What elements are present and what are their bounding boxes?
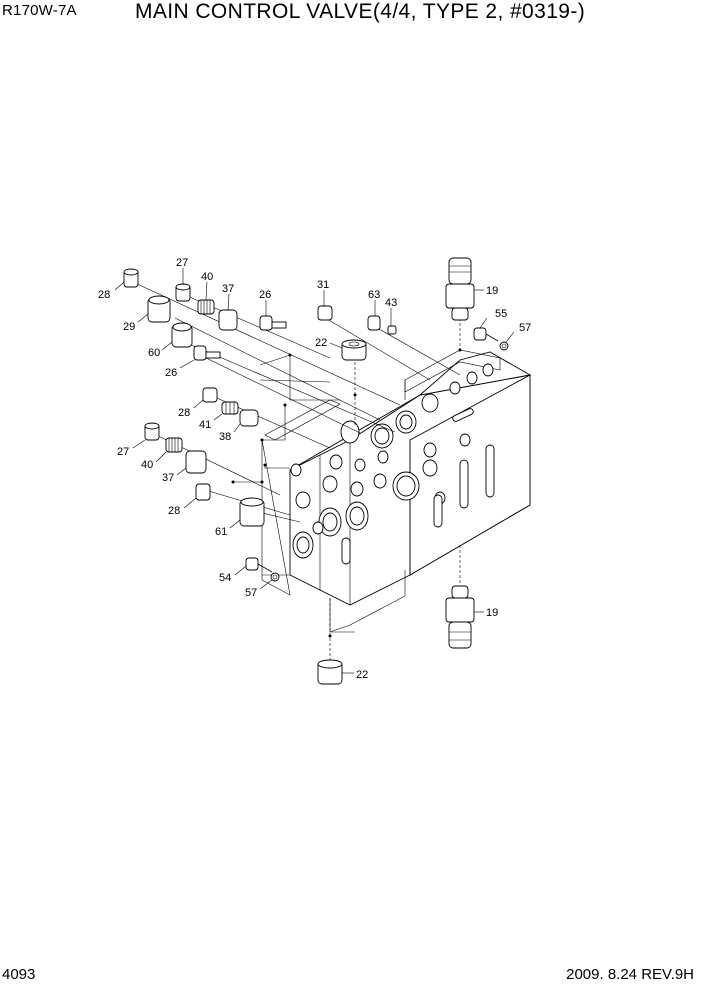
callout-60: 60	[148, 347, 160, 359]
callout-40-top: 40	[201, 271, 213, 283]
callout-28-top: 28	[98, 289, 110, 301]
callout-leaders	[114, 268, 515, 674]
callout-26-mid: 26	[165, 367, 177, 379]
callout-54: 54	[219, 572, 231, 584]
plug-28-mid[interactable]	[202, 387, 218, 403]
valve-body	[261, 349, 532, 633]
callout-37-top: 37	[222, 283, 234, 295]
plug-27-lower[interactable]	[144, 422, 160, 441]
callout-28-mid: 28	[178, 407, 190, 419]
callout-31: 31	[317, 279, 329, 291]
spring-41[interactable]	[221, 401, 239, 415]
relief-valve-19-bottom[interactable]	[445, 585, 475, 649]
plug-28-lower[interactable]	[195, 483, 211, 501]
spacer-37-lower[interactable]	[185, 450, 207, 474]
plug-31[interactable]	[317, 305, 333, 321]
page-title: MAIN CONTROL VALVE(4/4, TYPE 2, #0319-)	[135, 0, 586, 23]
bolt-55[interactable]	[473, 327, 499, 342]
model-code: R170W-7A	[2, 2, 77, 19]
callout-26-top: 26	[259, 289, 271, 301]
plug-27-top[interactable]	[175, 283, 191, 302]
callout-43: 43	[385, 297, 397, 309]
callout-19-top: 19	[486, 285, 498, 297]
callout-numbers: 28 27 40 37 26 31 63 43 19 55 57 29 22 6…	[98, 257, 531, 681]
callout-41: 41	[199, 419, 211, 431]
callout-55: 55	[495, 308, 507, 320]
plug-43[interactable]	[387, 325, 397, 335]
plug-60[interactable]	[171, 322, 193, 348]
callout-22-top: 22	[315, 337, 327, 349]
callout-27-top: 27	[176, 257, 188, 269]
washer-57-top[interactable]	[499, 341, 509, 351]
callout-22-bottom: 22	[356, 669, 368, 681]
bolt-54[interactable]	[245, 557, 273, 573]
plug-29[interactable]	[147, 295, 171, 323]
callout-57-top: 57	[519, 322, 531, 334]
callout-19-bottom: 19	[486, 607, 498, 619]
plug-63[interactable]	[367, 315, 381, 331]
page-number: 4093	[2, 966, 36, 983]
plug-61[interactable]	[239, 497, 265, 527]
cap-22-top[interactable]	[341, 339, 367, 361]
callout-37-lower: 37	[162, 472, 174, 484]
poppet-26-top[interactable]	[259, 315, 287, 331]
callout-40-lower: 40	[141, 459, 153, 471]
callout-61: 61	[215, 526, 227, 538]
spacer-38[interactable]	[239, 409, 259, 427]
spring-40-top[interactable]	[197, 299, 215, 315]
callout-63: 63	[368, 289, 380, 301]
poppet-26-mid[interactable]	[193, 345, 221, 361]
cap-22-bottom[interactable]	[317, 659, 343, 685]
relief-valve-19-top[interactable]	[445, 257, 475, 321]
callout-27-lower: 27	[117, 446, 129, 458]
plug-28-top[interactable]	[123, 268, 139, 288]
washer-57-lower[interactable]	[270, 572, 280, 582]
callout-29: 29	[123, 321, 135, 333]
callout-38: 38	[219, 431, 231, 443]
callout-57-lower: 57	[245, 587, 257, 599]
spacer-37-top[interactable]	[218, 309, 238, 331]
callout-28-lower: 28	[168, 505, 180, 517]
spring-40-lower[interactable]	[165, 437, 183, 453]
revision-date: 2009. 8.24 REV.9H	[566, 966, 694, 983]
parts	[123, 257, 509, 685]
